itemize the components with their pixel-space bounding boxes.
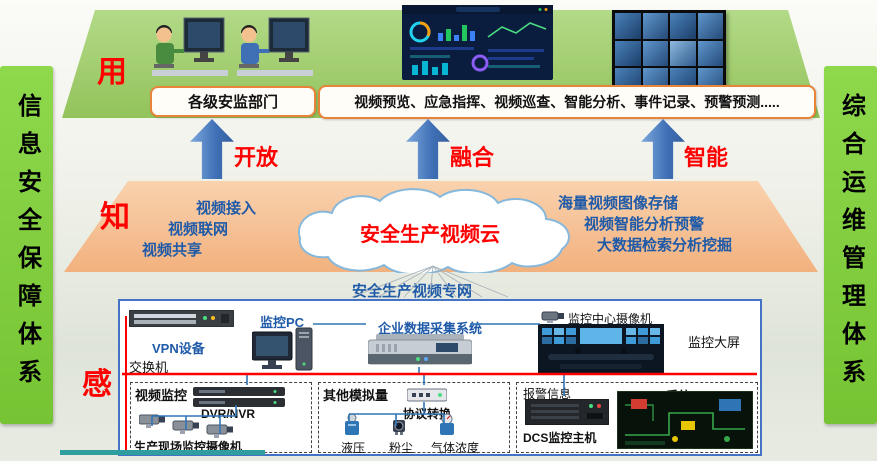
- gas-sensor-icon: [440, 413, 454, 435]
- dust-label: 粉尘: [389, 441, 414, 455]
- video-group-title: 视频监控: [135, 388, 188, 403]
- analog-group-title: 其他模拟量: [323, 388, 389, 403]
- left-system-bar: 信息安全保障体系: [0, 66, 53, 424]
- video-wall-image: [612, 10, 726, 97]
- protocol-converter-device: [407, 388, 447, 402]
- cloud-item-video-network: 视频联网: [168, 221, 229, 238]
- dcs-screen-image: [617, 391, 753, 449]
- right-system-bar: 综合运维管理体系: [824, 66, 877, 424]
- layer-label-know: 知: [100, 201, 130, 234]
- dvr-device: [193, 387, 285, 407]
- dvr-label: DVR/NVR: [201, 407, 256, 421]
- monitor-pc-device: [252, 327, 313, 371]
- cloud-item-analysis-warning: 视频智能分析预警: [584, 216, 705, 233]
- left-system-bar-text: 信息安全保障体系: [13, 93, 41, 397]
- dcs-host-label: DCS监控主机: [523, 431, 597, 445]
- monitor-pc-label: 监控PC: [260, 315, 305, 330]
- cloud-item-storage: 海量视频图像存储: [558, 195, 679, 212]
- big-screen-label: 监控大屏: [688, 335, 741, 350]
- video-surveillance-group: 视频监控 DVR/NVR 生产现场监控摄像机: [130, 382, 312, 454]
- data-system-device: [368, 334, 472, 365]
- layer-label-sense: 感: [82, 368, 112, 401]
- departments-box: 各级安监部门: [150, 86, 316, 117]
- layer-label-use: 用: [97, 56, 127, 89]
- dust-sensor-icon: [393, 420, 405, 435]
- gas-label: 气体浓度: [431, 441, 480, 455]
- analog-group: 其他模拟量 协议转换 液压 粉尘: [318, 382, 510, 455]
- cloud-item-video-access: 视频接入: [196, 200, 257, 217]
- up-arrow-intelligent: [641, 119, 685, 179]
- up-arrow-open: [190, 119, 234, 179]
- arrow-label-fusion: 融合: [450, 145, 495, 170]
- private-network-label: 安全生产视频专网: [352, 283, 473, 300]
- arrow-label-intelligent: 智能: [684, 145, 729, 170]
- hydraulic-label: 液压: [341, 441, 366, 455]
- center-camera-icon: [541, 311, 564, 323]
- perception-layer-box: VPN设备 交换机 监控PC 企业数据采集系统: [118, 299, 762, 456]
- cloud-title: 安全生产视频云: [360, 224, 500, 246]
- alarm-info-label: 报警信息: [523, 387, 572, 401]
- dashboard-screenshot: [402, 5, 553, 80]
- control-room-image: [538, 324, 664, 374]
- vpn-label: VPN设备: [152, 341, 205, 356]
- right-system-bar-text: 综合运维管理体系: [837, 93, 865, 397]
- cloud-item-video-share: 视频共享: [142, 242, 203, 259]
- center-camera-label: 监控中心摄像机: [568, 312, 653, 326]
- switch-device: [129, 310, 234, 327]
- switch-label: 交换机: [129, 360, 169, 375]
- operators-clipart: [152, 17, 313, 76]
- up-arrow-fusion: [406, 119, 450, 179]
- bottom-edge-line: [60, 450, 265, 455]
- dcs-group: 报警信息 DCS系统 DCS监控主机: [516, 382, 758, 453]
- data-system-label: 企业数据采集系统: [378, 321, 483, 336]
- dcs-host-device: [525, 399, 609, 425]
- hydraulic-sensor-icon: [345, 413, 359, 435]
- cloud-item-bigdata-mining: 大数据检索分析挖掘: [597, 237, 733, 254]
- site-cameras-icons: [139, 414, 233, 438]
- functions-box: 视频预览、应急指挥、视频巡查、智能分析、事件记录、预警预测.....: [318, 85, 816, 119]
- arrow-label-open: 开放: [234, 145, 279, 170]
